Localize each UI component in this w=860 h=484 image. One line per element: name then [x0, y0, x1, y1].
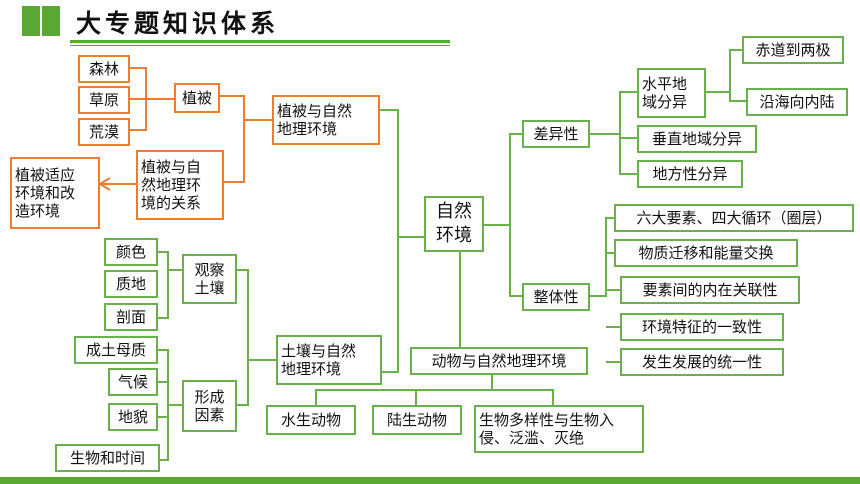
connector-formation: [158, 349, 182, 461]
node-soil-natural-env: 土壤与自然 地理环境: [276, 335, 382, 385]
node-aquatic-animals: 水生动物: [266, 405, 356, 435]
node-vertical-zonal: 垂直地域分异: [637, 125, 757, 153]
node-vegetation: 植被: [174, 83, 220, 113]
node-bio-time: 生物和时间: [55, 444, 160, 472]
node-landform: 地貌: [108, 403, 158, 431]
node-animal-env: 动物与自然地理环境: [410, 347, 588, 375]
node-biodiversity: 生物多样性与生物入 侵、泛滥、灭绝: [474, 405, 644, 453]
connector-vegetation-group: [219, 95, 272, 183]
node-local-zonal: 地方性分异: [637, 160, 743, 188]
connector-animal-children: [315, 375, 554, 405]
node-observe-soil: 观察 土壤: [182, 254, 237, 304]
node-color: 颜色: [104, 238, 158, 266]
node-climate: 气候: [108, 368, 158, 396]
node-difference: 差异性: [522, 120, 590, 148]
node-consistency: 环境特征的一致性: [620, 313, 784, 341]
node-vegetation-env-relation: 植被与自 然地理环 境的关系: [136, 150, 224, 220]
page-title: 大专题知识体系: [76, 9, 280, 38]
arrowhead: [98, 177, 111, 191]
node-equator-to-poles: 赤道到两极: [742, 36, 844, 64]
connector-soil-group: [237, 269, 276, 406]
node-material-energy: 物质迁移和能量交换: [614, 239, 798, 267]
node-adapt-modify: 植被适应 环境和改 造环境: [10, 157, 100, 229]
node-natural-environment: 自然 环境: [424, 196, 484, 252]
connector-observe: [158, 251, 182, 319]
title-underline-thin: [70, 45, 450, 46]
title-decor-block: [22, 6, 40, 36]
node-unity: 发生发展的统一性: [620, 348, 784, 376]
node-six-elements-four-cycles: 六大要素、四大循环（圈层）: [614, 204, 854, 232]
node-vegetation-natural-env: 植被与自然 地理环境: [272, 95, 380, 145]
connector-difference-children: [590, 91, 637, 175]
bottom-bar: [0, 477, 860, 484]
node-internal-link: 要素间的内在关联性: [620, 276, 800, 304]
node-grassland: 草原: [78, 86, 130, 114]
node-profile: 剖面: [104, 303, 158, 331]
connector-integrity-children: [590, 217, 620, 363]
connector-vegetation-types: [128, 67, 175, 131]
title-decor-block: [42, 6, 60, 36]
node-formation-factors: 形成 因素: [182, 380, 237, 432]
node-parent-material: 成土母质: [74, 336, 158, 364]
node-integrity: 整体性: [522, 283, 590, 311]
connector-horizontal-children: [706, 49, 746, 102]
connector-natural-right: [484, 133, 522, 297]
node-forest: 森林: [78, 55, 130, 83]
connector-vegetation-to-natural: [378, 109, 424, 373]
node-terrestrial-animals: 陆生动物: [372, 405, 462, 435]
node-desert: 荒漠: [78, 118, 130, 146]
title-underline: [70, 40, 450, 43]
node-horizontal-zonal: 水平地 域分异: [637, 68, 706, 118]
node-coast-to-inland: 沿海向内陆: [746, 88, 848, 116]
node-texture: 质地: [104, 270, 158, 298]
